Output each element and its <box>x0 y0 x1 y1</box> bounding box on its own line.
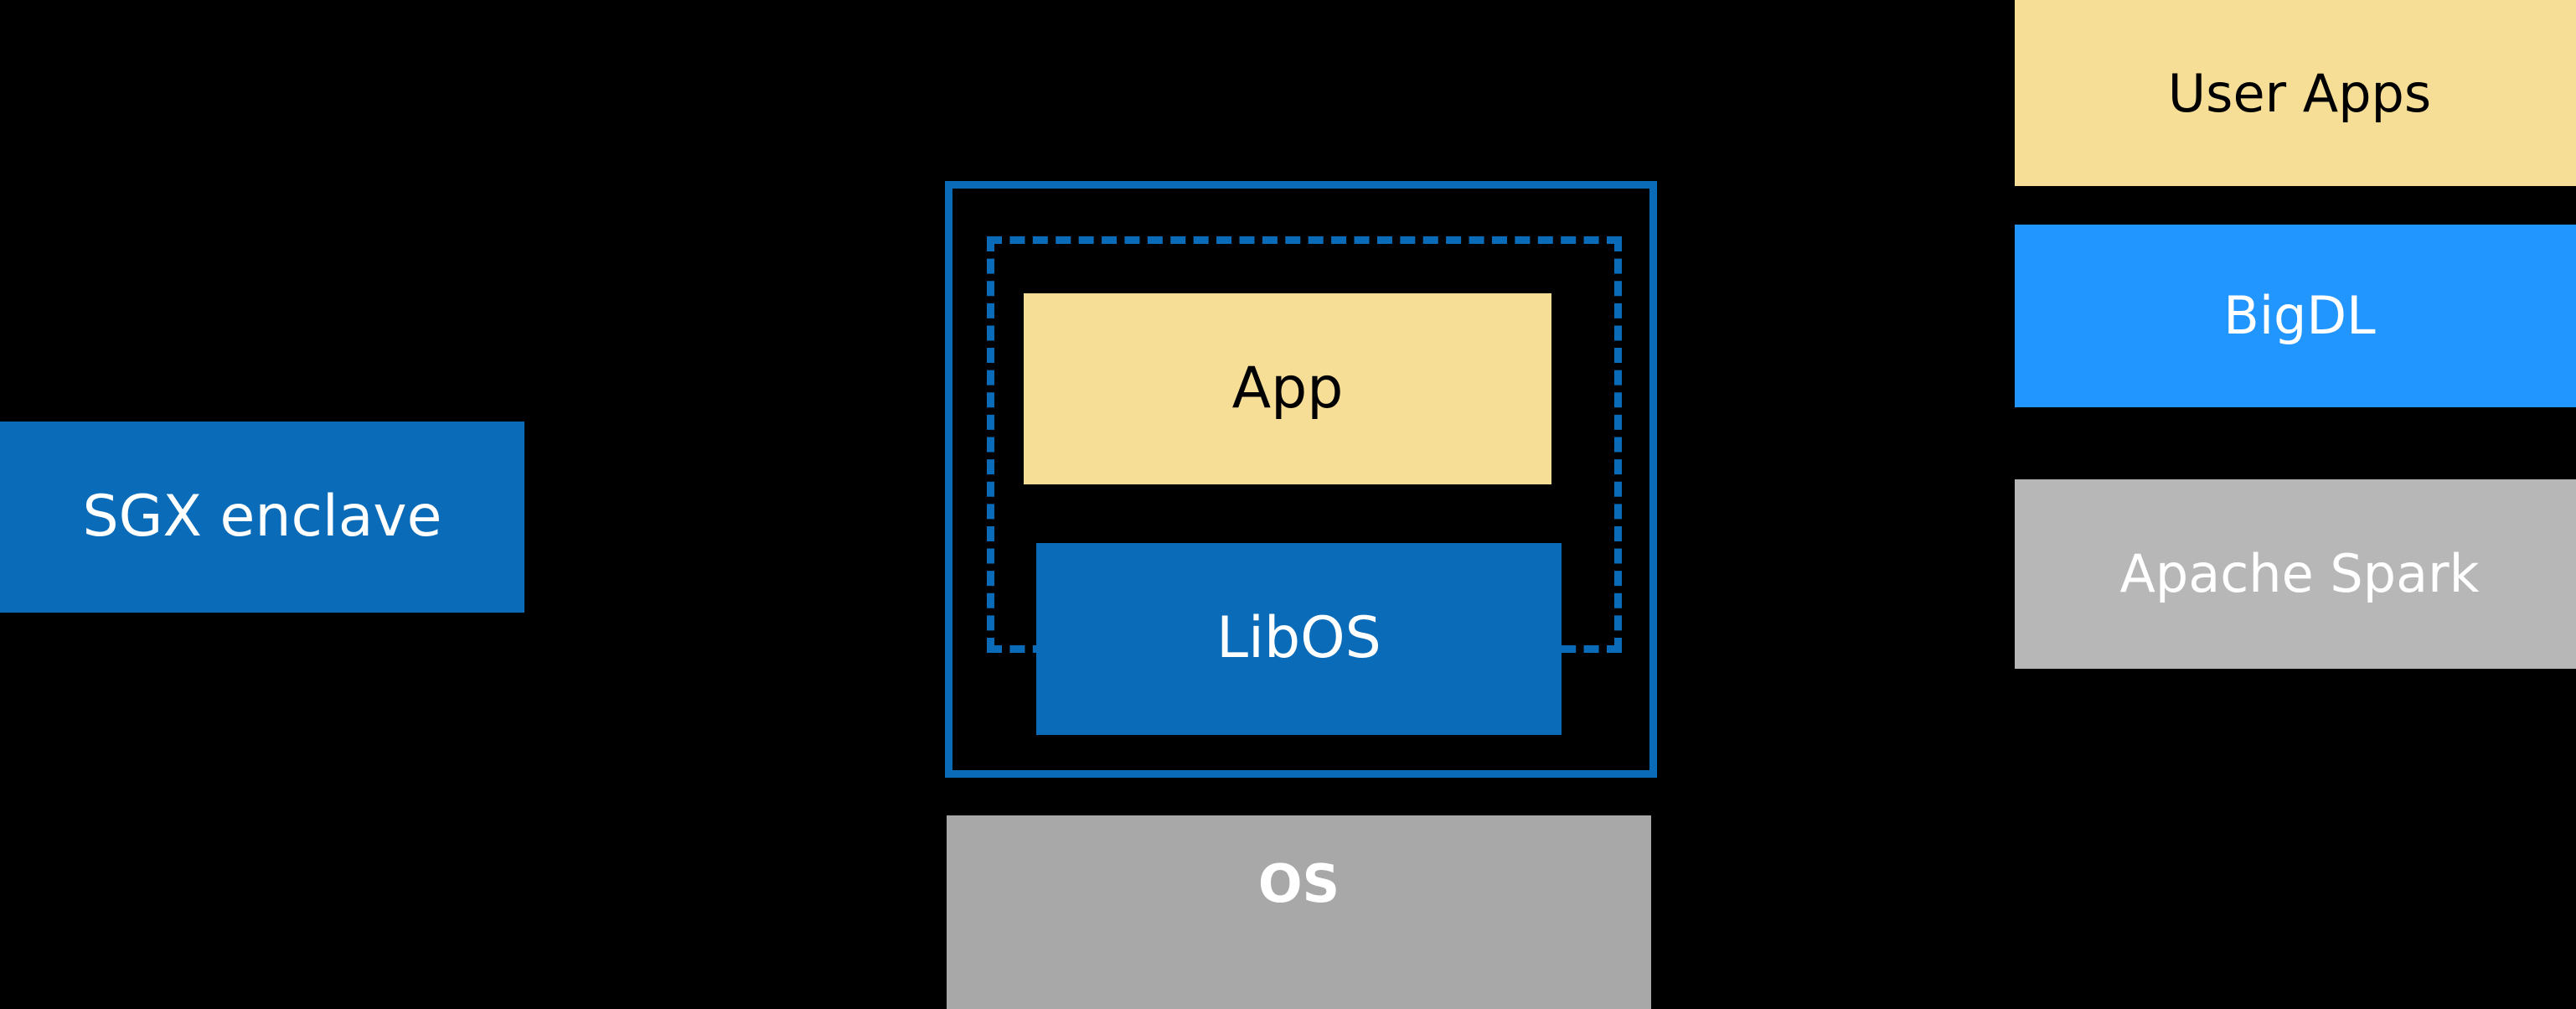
user-apps-box[interactable]: User Apps <box>2015 0 2576 186</box>
user-apps-label: User Apps <box>2167 62 2432 124</box>
libos-box[interactable]: LibOS <box>1036 543 1562 735</box>
sgx-enclave-label: SGX enclave <box>82 483 442 550</box>
apache-spark-box[interactable]: Apache Spark <box>2015 479 2576 669</box>
libos-label: LibOS <box>1216 605 1381 672</box>
app-label: App <box>1231 354 1344 422</box>
enclave-frame <box>945 181 1657 778</box>
bigdl-label: BigDL <box>2223 284 2376 346</box>
os-label: OS <box>1257 853 1340 914</box>
os-box[interactable]: OS <box>947 815 1651 1009</box>
app-box[interactable]: App <box>1024 293 1551 484</box>
bigdl-box[interactable]: BigDL <box>2015 225 2576 407</box>
apache-spark-label: Apache Spark <box>2119 542 2480 604</box>
sgx-enclave-box[interactable]: SGX enclave <box>0 422 524 613</box>
